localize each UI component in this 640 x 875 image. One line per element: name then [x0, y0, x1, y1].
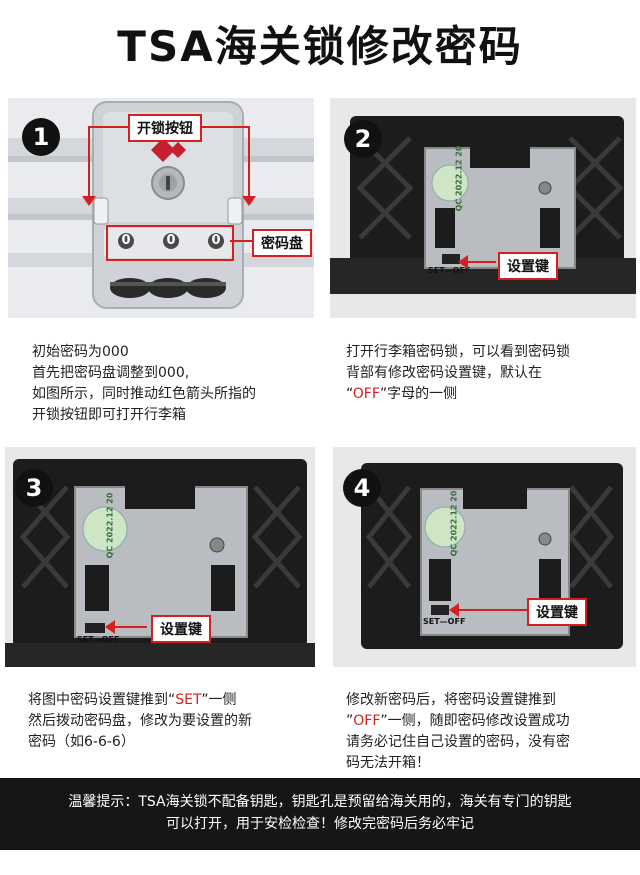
unlock-button-callout: 开锁按钮 [128, 114, 202, 142]
dial-callout: 密码盘 [252, 229, 312, 257]
caption-line: 开锁按钮即可打开行李箱 [32, 407, 186, 423]
step-number-badge: 2 [344, 120, 382, 158]
caption-line: 如图所示，同时推动红色箭头所指的 [32, 386, 256, 402]
tip-line: 温馨提示：TSA海关锁不配备钥匙，钥匙孔是预留给海关用的，海关有专门的钥匙 [68, 794, 572, 810]
off-keyword: OFF [353, 713, 381, 729]
step4-photo: 4 QC 2022.12 20 SET—OFF 设置键 [333, 447, 636, 667]
tip-banner: 温馨提示：TSA海关锁不配备钥匙，钥匙孔是预留给海关用的，海关有专门的钥匙 可以… [0, 778, 640, 850]
caption-line: 打开行李箱密码锁，可以看到密码锁 [346, 344, 570, 360]
caption-line: 背部有修改密码设置键，默认在 [346, 365, 542, 381]
arrow-left-icon [105, 620, 115, 634]
caption-line: 初始密码为000 [32, 344, 129, 360]
step-number-badge: 3 [15, 469, 53, 507]
dial-digit: 0 [208, 233, 224, 249]
lock-back-illustration [330, 98, 636, 318]
dial-digit: 0 [118, 233, 134, 249]
set-keyword: SET [175, 692, 202, 708]
qc-sticker: QC 2022.12 20 [105, 492, 115, 559]
switch-label: SET—OFF [77, 635, 120, 644]
caption-line: 密码（如6-6-6） [28, 734, 135, 750]
step4-caption: 修改新密码后，将密码设置键推到 ”OFF”一侧，随即密码修改设置成功 请务必记住… [346, 690, 570, 774]
step3-caption: 将图中密码设置键推到“SET”一侧 然后拨动密码盘，修改为要设置的新 密码（如6… [28, 690, 252, 753]
dial-callout-line [230, 240, 254, 242]
step-number-badge: 4 [343, 469, 381, 507]
arrow-down-icon [82, 196, 96, 206]
caption-line: 修改新密码后，将密码设置键推到 [346, 692, 556, 708]
arrow-left-icon [449, 603, 459, 617]
tsa-lock-front-illustration [8, 101, 314, 309]
qc-sticker: QC 2022.12 20 [449, 490, 459, 557]
arrow-line [457, 609, 527, 611]
caption-line: 将图中密码设置键推到“SET”一侧 [28, 690, 252, 711]
button-bracket-right [248, 126, 250, 198]
arrow-left-icon [458, 255, 468, 269]
step2-caption: 打开行李箱密码锁，可以看到密码锁 背部有修改密码设置键，默认在 “OFF”字母的… [346, 342, 570, 405]
off-keyword: OFF [352, 386, 380, 402]
qc-sticker: QC 2022.12 20 [454, 145, 464, 212]
button-bracket-left [88, 126, 90, 198]
quote-open: ” [346, 713, 354, 729]
dial-highlight-box [106, 225, 234, 261]
arrow-line [466, 261, 496, 263]
set-key-callout: 设置键 [498, 252, 558, 280]
caption-line: “OFF”字母的一侧 [346, 384, 570, 405]
arrow-line [113, 626, 147, 628]
caption-text: ”一侧 [201, 692, 237, 708]
step3-photo: 3 QC 2022.12 20 SET—OFF 设置键 [5, 447, 315, 667]
caption-text: ”一侧，随即密码修改设置成功 [380, 713, 570, 729]
step-number-badge: 1 [22, 118, 60, 156]
arrow-down-icon [242, 196, 256, 206]
switch-label: SET—OFF [423, 617, 466, 626]
set-key-callout: 设置键 [527, 598, 587, 626]
tip-line: 可以打开，用于安检检查！修改完密码后务必牢记 [166, 816, 474, 832]
page-title: TSA海关锁修改密码 [117, 22, 523, 71]
dial-digits: 0 0 0 [118, 233, 224, 249]
caption-line: ”OFF”一侧，随即密码修改设置成功 [346, 711, 570, 732]
caption-text: ”字母的一侧 [379, 386, 458, 402]
quote-open: “ [346, 386, 353, 402]
switch-label: SET—OFF [428, 266, 471, 275]
caption-line: 请务必记住自己设置的密码，没有密 [346, 734, 570, 750]
caption-line: 码无法开箱！ [346, 755, 430, 771]
lock-back-illustration [5, 447, 315, 667]
caption-text: 将图中密码设置键推到“ [28, 692, 176, 708]
step1-caption: 初始密码为000 首先把密码盘调整到000, 如图所示，同时推动红色箭头所指的 … [32, 342, 256, 426]
step2-photo: 2 QC 2022.12 20 SET—OFF 设置键 [330, 98, 636, 318]
caption-line: 然后拨动密码盘，修改为要设置的新 [28, 713, 252, 729]
set-key-callout: 设置键 [151, 615, 211, 643]
caption-line: 首先把密码盘调整到000, [32, 365, 190, 381]
dial-digit: 0 [163, 233, 179, 249]
step1-photo: 1 开锁按钮 0 0 0 密码盘 [8, 98, 314, 318]
